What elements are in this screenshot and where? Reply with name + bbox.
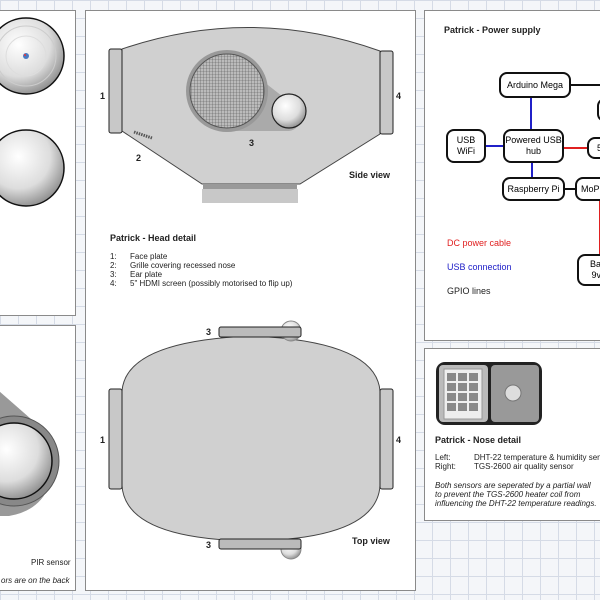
pir-sensor-dome (0, 422, 53, 500)
tgs2600-sensor (504, 384, 522, 402)
sensor-drawing (0, 17, 65, 207)
head-top-body (121, 335, 381, 542)
node-mopi[interactable]: MoPi (575, 177, 600, 201)
pir-drawing (0, 391, 60, 516)
nose-right-value: TGS-2600 air quality sensor (474, 462, 574, 471)
node-battery[interactable]: Back 9v b (577, 254, 600, 286)
camera-lens-icon (23, 53, 29, 59)
marker-4-top: 4 (396, 435, 402, 445)
legend-usb: USB connection (447, 262, 512, 272)
nose-note-line: influencing the DHT-22 temperature readi… (435, 499, 597, 508)
nose-note-line: Both sensors are seperated by a partial … (435, 481, 591, 490)
node-5v[interactable]: 5 (587, 137, 600, 159)
face-plate-top (108, 388, 123, 490)
marker-4-side: 4 (396, 91, 402, 101)
head-drawing (108, 27, 394, 560)
nose-drawing (436, 362, 542, 425)
top-view-label: Top view (352, 536, 390, 546)
marker-3-top: 3 (206, 327, 212, 337)
node-usb-wifi[interactable]: USB WiFi (446, 129, 486, 163)
nose-note-line: to prevent the TGS-2600 heater coil from (435, 490, 581, 499)
screen-top (379, 388, 394, 490)
marker-2: 2 (136, 153, 142, 163)
power-connections (485, 84, 600, 255)
node-arduino-mega[interactable]: Arduino Mega (499, 72, 571, 98)
sensor-panel-top (0, 10, 76, 316)
marker-1-top: 1 (100, 435, 106, 445)
screen-side (379, 50, 394, 135)
marker-1-side: 1 (100, 91, 106, 101)
nose-detail-title: Patrick - Nose detail (435, 435, 522, 445)
camera-sphere (0, 17, 65, 95)
node-usb-hub[interactable]: Powered USB hub (503, 129, 564, 163)
node-raspberry-pi[interactable]: Raspberry Pi (502, 177, 565, 201)
marker-3-bottom: 3 (206, 540, 212, 550)
sensor-sphere (0, 129, 65, 207)
legend-dc: DC power cable (447, 238, 512, 248)
legend-gpio: GPIO lines (447, 286, 491, 296)
pir-label: PIR sensor (31, 558, 71, 567)
nose-right-key: Right: (435, 462, 456, 471)
ear-plate-top (218, 326, 302, 338)
ear-dome-side (271, 93, 307, 129)
dht22-grille (447, 373, 478, 411)
nose-detail-panel: Patrick - Nose detail Left: DHT-22 tempe… (424, 348, 600, 521)
face-plate-side (108, 48, 123, 134)
side-view-label: Side view (349, 170, 391, 180)
ear-plate-bottom (218, 538, 302, 550)
base-neck (203, 184, 297, 189)
nose-left-value: DHT-22 temperature & humidity sensor (474, 453, 600, 462)
head-detail-panel: 1 2 3 4 Side view Patrick - Head detail … (85, 10, 416, 591)
power-supply-title: Patrick - Power supply (444, 25, 541, 35)
nose-left-key: Left: (435, 453, 451, 462)
marker-3-side: 3 (249, 138, 255, 148)
base (202, 189, 298, 203)
grille-mesh (189, 53, 265, 129)
back-note: ors are on the back (1, 576, 70, 585)
pir-panel: PIR sensor ors are on the back (0, 325, 76, 591)
head-detail-title: Patrick - Head detail (110, 233, 197, 243)
power-supply-panel: Patrick - Power supply Arduino Mega Powe… (424, 10, 600, 341)
